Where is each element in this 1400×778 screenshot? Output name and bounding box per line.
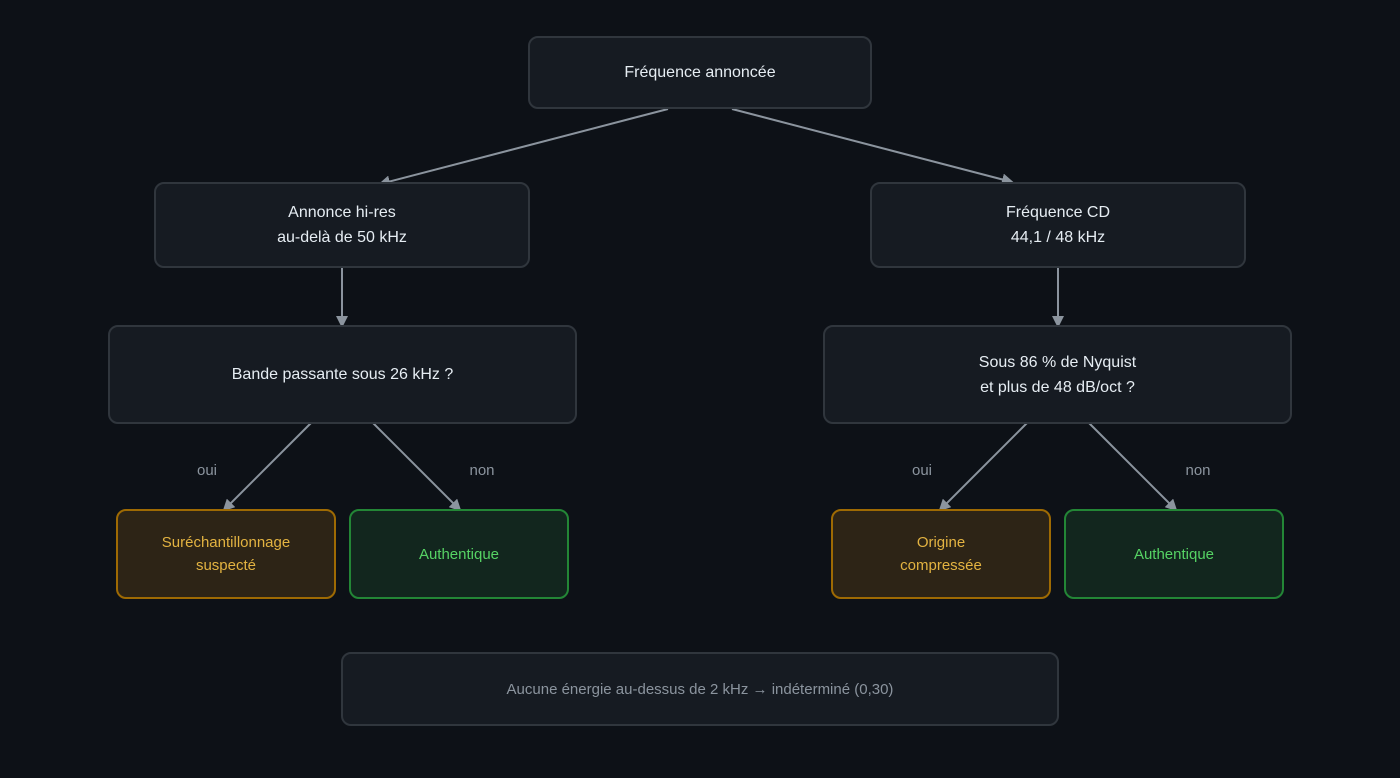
node-hires-claim: Annonce hi-res au-delà de 50 kHz bbox=[154, 182, 530, 268]
edge-hires-yes bbox=[222, 422, 312, 512]
note-undetermined: Aucune énergie au-dessus de 2 kHz → indé… bbox=[341, 652, 1059, 726]
node-cd-authentic: Authentique bbox=[1064, 509, 1284, 599]
node-cd-nyquist-question: Sous 86 % de Nyquist et plus de 48 dB/oc… bbox=[823, 325, 1292, 424]
node-root: Fréquence annoncée bbox=[528, 36, 872, 109]
edge-root-to-hires bbox=[378, 108, 669, 188]
edge-label-hires-no: non bbox=[469, 462, 495, 479]
edge-label-hires-yes: oui bbox=[196, 462, 218, 479]
node-hires-authentic: Authentique bbox=[349, 509, 569, 599]
node-compressed-origin: Origine compressée bbox=[831, 509, 1051, 599]
node-hires-bandwidth-question: Bande passante sous 26 kHz ? bbox=[108, 325, 577, 424]
edge-cd-no bbox=[1088, 422, 1178, 512]
node-cd-frequency: Fréquence CD 44,1 / 48 kHz bbox=[870, 182, 1246, 268]
edge-cd-yes bbox=[938, 422, 1028, 512]
node-upsampling-suspected: Suréchantillonnage suspecté bbox=[116, 509, 336, 599]
edge-root-to-cd bbox=[731, 108, 1014, 186]
edge-hires-no bbox=[372, 422, 462, 512]
edge-label-cd-no: non bbox=[1185, 462, 1211, 479]
edge-label-cd-yes: oui bbox=[911, 462, 933, 479]
